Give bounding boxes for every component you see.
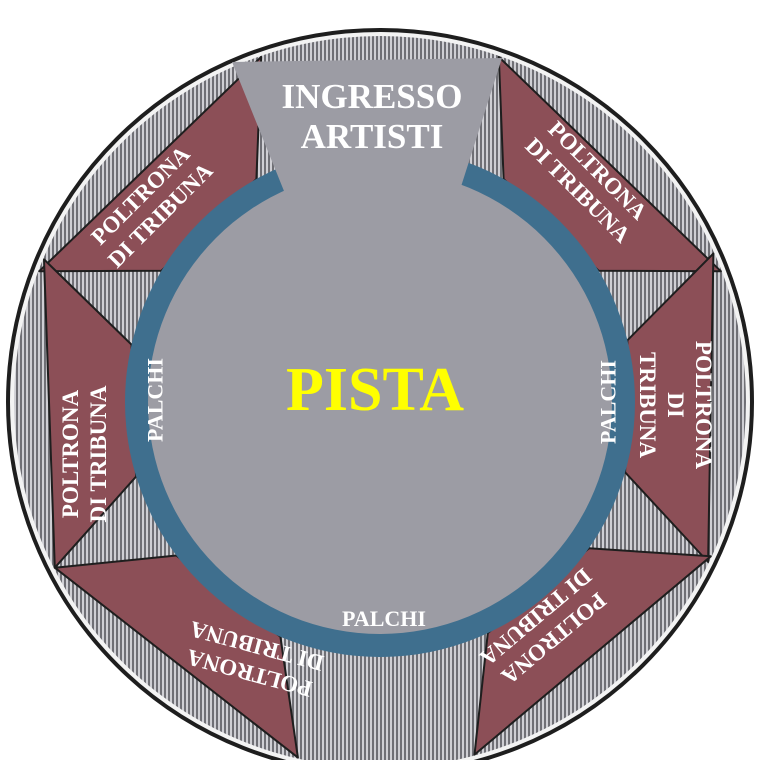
seat-section-label-line: POLTRONA [691, 341, 716, 470]
arena-label: PISTA [286, 356, 464, 424]
palchi-label-left: PALCHI [143, 358, 168, 442]
seat-section-label-3: POLTRONADITRIBUNA [635, 341, 716, 470]
seat-section-label-line: DI TRIBUNA [86, 385, 111, 522]
arena-floor [148, 170, 612, 634]
palchi-label-bottom: PALCHI [342, 606, 426, 631]
seat-section-label-line: DI [663, 392, 688, 418]
entrance-passage [232, 58, 502, 212]
seat-section-label-line: TRIBUNA [635, 352, 660, 458]
entrance-label-line1: INGRESSO [282, 77, 463, 116]
palchi-label-right: PALCHI [596, 360, 621, 444]
entrance-label-line2: ARTISTI [301, 117, 444, 156]
seat-section-label-line: POLTRONA [58, 389, 83, 518]
